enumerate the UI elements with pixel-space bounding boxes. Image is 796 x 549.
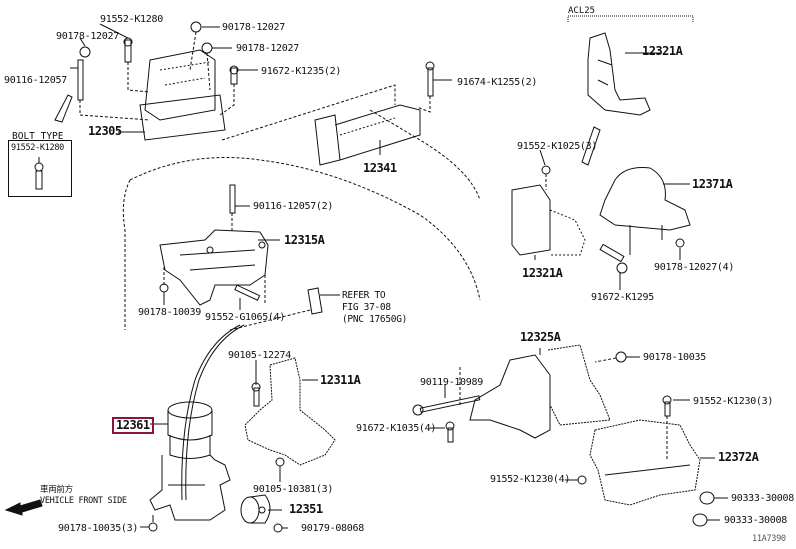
engine-outline bbox=[129, 157, 481, 301]
cable bbox=[181, 324, 241, 501]
part-label-12311A[interactable]: 12311A bbox=[320, 373, 361, 387]
refer-note[interactable]: REFER TO FIG 37-08 (PNC 17650G) bbox=[342, 290, 407, 326]
bolt-icon bbox=[34, 157, 44, 190]
part-label-12351[interactable]: 12351 bbox=[289, 502, 323, 516]
part-label-90119-10989[interactable]: 90119-10989 bbox=[420, 377, 483, 388]
engine-crossline bbox=[369, 109, 481, 201]
bracket-12315A-shape bbox=[159, 229, 269, 306]
part-label-12321A[interactable]: 12321A bbox=[522, 266, 563, 280]
bracket-12321A-mid-shape bbox=[511, 184, 586, 256]
part-label-90105-12274[interactable]: 90105-12274 bbox=[228, 350, 291, 361]
acl-label: ACL25 bbox=[568, 6, 596, 16]
part-label-90178-10035[interactable]: 90178-10035 bbox=[643, 352, 706, 363]
vehicle-front-arrow bbox=[4, 499, 43, 516]
stud-shape bbox=[77, 59, 84, 101]
refer-note-line1: REFER TO bbox=[342, 290, 386, 301]
mount-12372A-shape bbox=[589, 419, 701, 506]
part-label-90116-12057-2[interactable]: 90116-12057(2) bbox=[253, 201, 334, 212]
part-label-12305[interactable]: 12305 bbox=[88, 124, 122, 138]
part-label-91674-K1255[interactable]: 91674-K1255(2) bbox=[457, 77, 538, 88]
mount-12305-shape bbox=[139, 49, 226, 141]
part-label-12341[interactable]: 12341 bbox=[363, 161, 397, 175]
catalog-reference: 11A7390 bbox=[752, 534, 786, 544]
bracket-12311A-shape bbox=[244, 357, 336, 466]
bracket-12321A-top-shape bbox=[587, 32, 651, 116]
part-label-90178-12027[interactable]: 90178-12027 bbox=[236, 43, 299, 54]
vehicle-front-jp: 車両前方 bbox=[40, 485, 73, 495]
part-label-12325A[interactable]: 12325A bbox=[520, 330, 561, 344]
part-label-90333-30008[interactable]: 90333-30008 bbox=[731, 493, 794, 504]
bushing-12351-shape bbox=[240, 494, 271, 524]
part-label-12361-highlighted[interactable]: 12361 bbox=[112, 417, 154, 434]
part-label-90105-10381[interactable]: 90105-10381(3) bbox=[253, 484, 334, 495]
part-label-90178-10039[interactable]: 90178-10039 bbox=[138, 307, 201, 318]
mount-12371A-shape bbox=[599, 167, 691, 255]
part-label-12315A[interactable]: 12315A bbox=[284, 233, 325, 247]
part-label-90333-30008[interactable]: 90333-30008 bbox=[724, 515, 787, 526]
bolt-type-box: 91552-K1280 bbox=[8, 140, 72, 197]
part-label-91552-G1065[interactable]: 91552-G1065(4) bbox=[205, 312, 286, 323]
part-label-91552-K1230-3[interactable]: 91552-K1230(3) bbox=[693, 396, 774, 407]
bolt-type-title: BOLT TYPE bbox=[12, 131, 64, 142]
part-label-90178-12027[interactable]: 90178-12027 bbox=[222, 22, 285, 33]
part-label-91552-K1230-4[interactable]: 91552-K1230(4) bbox=[490, 474, 571, 485]
vehicle-front-en: VEHICLE FRONT SIDE bbox=[40, 496, 127, 506]
part-label-12372A[interactable]: 12372A bbox=[718, 450, 759, 464]
part-label-90179-08068[interactable]: 90179-08068 bbox=[301, 523, 364, 534]
part-label-12371A[interactable]: 12371A bbox=[692, 177, 733, 191]
pointer-arrow-2 bbox=[581, 126, 601, 166]
part-label-90116-12057[interactable]: 90116-12057 bbox=[4, 75, 67, 86]
part-label-90178-12027[interactable]: 90178-12027 bbox=[56, 31, 119, 42]
engine-outline-left bbox=[122, 179, 131, 330]
bolt-type-part[interactable]: 91552-K1280 bbox=[11, 143, 64, 153]
pointer-arrow bbox=[54, 94, 73, 123]
part-label-91552-K1280[interactable]: 91552-K1280 bbox=[100, 14, 163, 25]
part-label-91552-K1025[interactable]: 91552-K1025(3) bbox=[517, 141, 598, 152]
mount-12361-shape bbox=[149, 401, 231, 521]
refer-note-line3: (PNC 17650G) bbox=[342, 314, 408, 325]
part-label-91672-K1035[interactable]: 91672-K1035(4) bbox=[356, 423, 437, 434]
part-label-91672-K1295[interactable]: 91672-K1295 bbox=[591, 292, 654, 303]
bracket-12341-shape bbox=[314, 104, 421, 166]
part-label-90178-12027-4[interactable]: 90178-12027(4) bbox=[654, 262, 735, 273]
part-label-91672-K1235[interactable]: 91672-K1235(2) bbox=[261, 66, 342, 77]
part-label-90178-10035-3[interactable]: 90178-10035(3) bbox=[58, 523, 139, 534]
part-label-12321A[interactable]: 12321A bbox=[642, 44, 683, 58]
refer-note-line2: FIG 37-08 bbox=[342, 302, 391, 313]
bracket-12325A-shape bbox=[469, 344, 611, 439]
